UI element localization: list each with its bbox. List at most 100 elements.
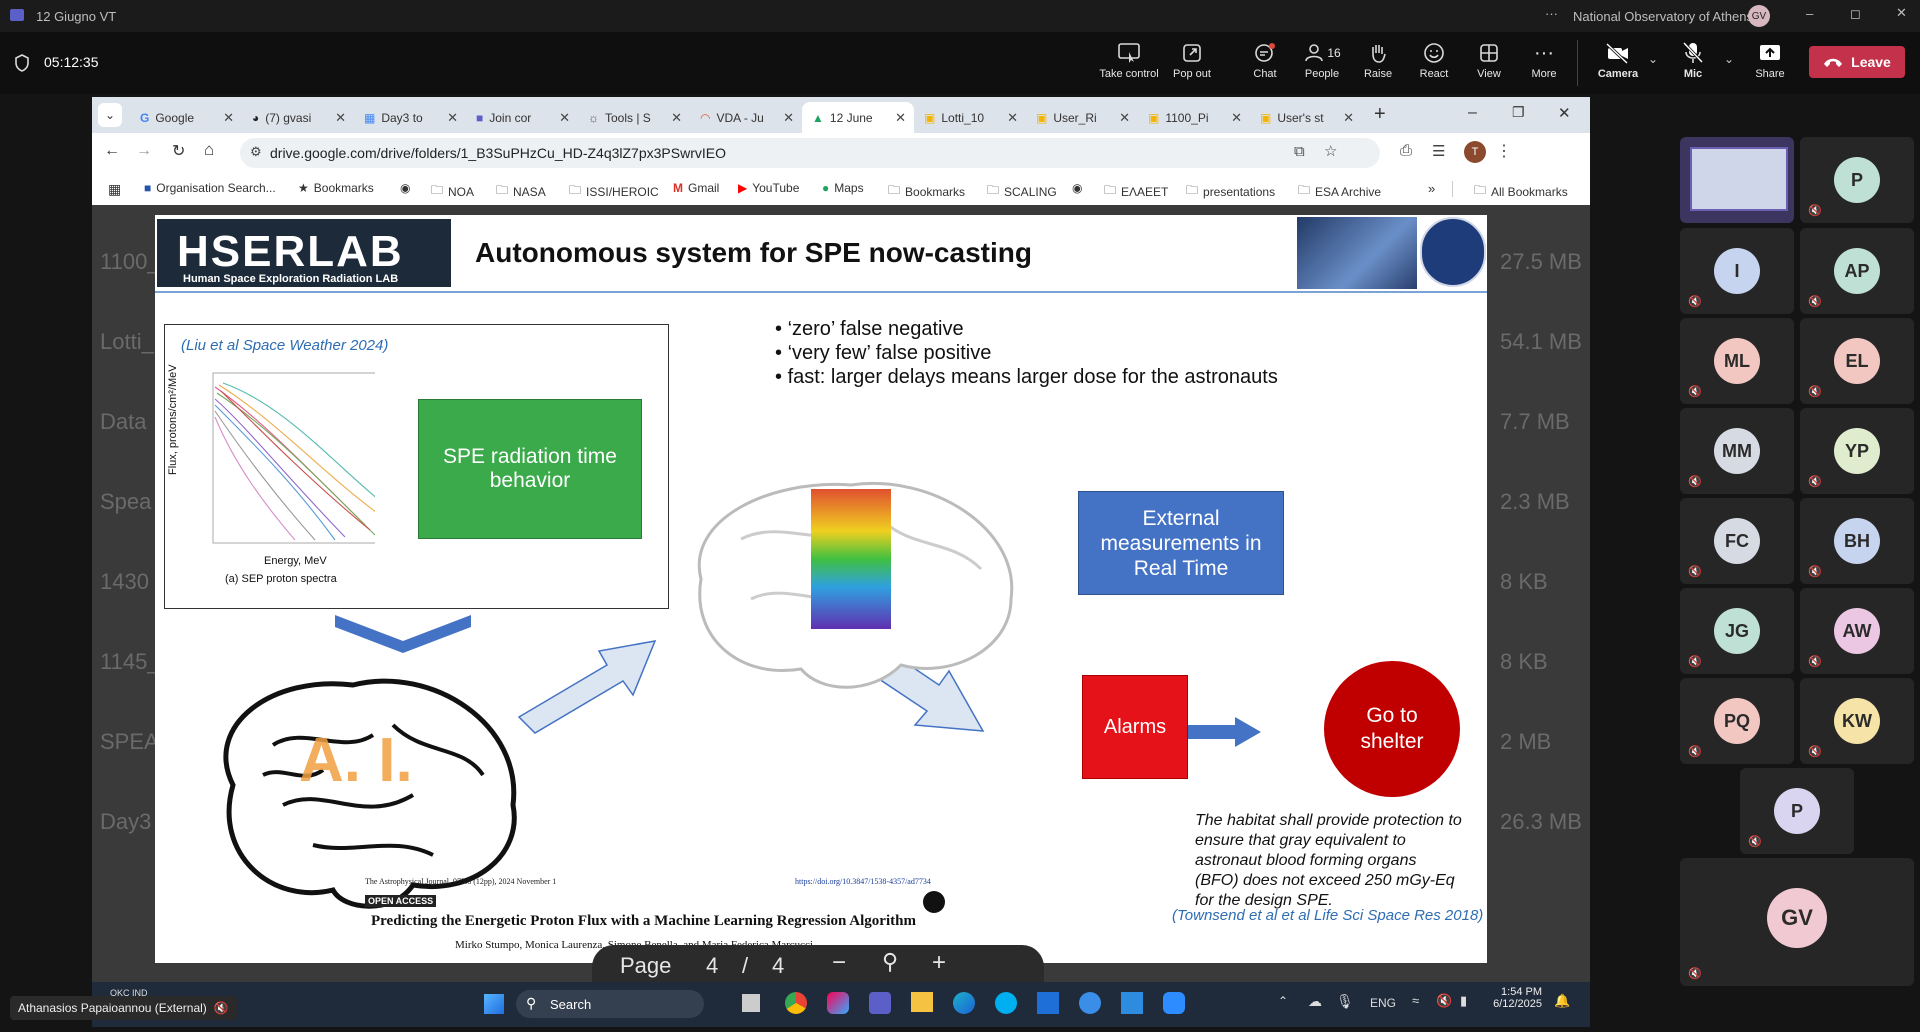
wifi-icon[interactable]: ≈ (1412, 993, 1420, 1008)
tab-8[interactable]: ▣Lotti_10✕ (924, 109, 1018, 125)
more-button[interactable]: ··· More (1512, 40, 1576, 81)
participant-tile[interactable]: P🔇 (1800, 137, 1914, 223)
browser-minimize-button[interactable]: – (1468, 104, 1477, 121)
tab-search-chevron-icon[interactable]: ⌄ (98, 103, 122, 127)
file-name[interactable]: Data (100, 409, 147, 434)
browser-close-button[interactable]: ✕ (1558, 105, 1571, 122)
minimize-button[interactable]: – (1806, 6, 1814, 21)
tab-6[interactable]: ◠VDA - Ju✕ (700, 109, 794, 125)
windows-start-icon[interactable] (484, 994, 504, 1014)
zoom-icon[interactable] (1163, 992, 1185, 1014)
reload-icon[interactable]: ↻ (172, 143, 186, 160)
tab-2[interactable]: ◕(7) gvasi✕ (252, 109, 346, 125)
participant-tile[interactable]: YP🔇 (1800, 408, 1914, 494)
raise-hand-button[interactable]: Raise (1346, 40, 1410, 80)
tab-12-june[interactable]: ▲12 June✕ (802, 102, 914, 133)
participant-tile[interactable]: FC🔇 (1680, 498, 1794, 584)
more-options-icon[interactable]: ··· (1545, 6, 1558, 21)
participant-tile[interactable]: PQ🔇 (1680, 678, 1794, 764)
language-indicator[interactable]: ENG (1370, 996, 1397, 1010)
view-button[interactable]: View (1457, 40, 1521, 80)
file-name[interactable]: Day3 (100, 809, 152, 834)
skype-icon[interactable] (995, 992, 1017, 1014)
participant-tile[interactable]: I🔇 (1680, 228, 1794, 314)
taskbar-search-input[interactable]: ⚲ Search (516, 990, 704, 1018)
volume-muted-icon[interactable]: 🔇 (1436, 993, 1453, 1008)
tab-3[interactable]: ▦Day3 to✕ (364, 109, 458, 125)
file-name[interactable]: Lotti_ (100, 329, 154, 354)
file-name[interactable]: 1430 (100, 569, 149, 594)
bookmark-youtube[interactable]: ▶YouTube (738, 181, 800, 195)
close-tab-icon[interactable]: ✕ (223, 109, 234, 125)
chrome-icon[interactable] (785, 992, 807, 1014)
bookmark-folder-bookmarks[interactable]: 🗀Bookmarks (888, 181, 965, 202)
bookmark-1[interactable]: ■Organisation Search... (144, 181, 276, 195)
more-bookmarks-chevron-icon[interactable]: » (1428, 181, 1436, 196)
url-input[interactable]: ⚙ drive.google.com/drive/folders/1_B3SuP… (240, 138, 1380, 168)
bookmark-star-icon[interactable]: ☆ (1324, 143, 1338, 160)
participant-tile[interactable]: KW🔇 (1800, 678, 1914, 764)
globe-icon[interactable]: ◉ (400, 181, 411, 195)
bookmark-maps[interactable]: ●Maps (822, 181, 864, 195)
account-avatar[interactable]: GV (1748, 5, 1770, 27)
participant-tile-self[interactable]: GV🔇 (1680, 858, 1914, 986)
page-current-input[interactable]: 4 (706, 953, 719, 978)
react-button[interactable]: React (1402, 40, 1466, 80)
copilot-icon[interactable] (827, 992, 849, 1014)
chat-button[interactable]: Chat (1233, 40, 1297, 80)
take-control-button[interactable]: Take control (1097, 40, 1161, 80)
new-tab-plus-icon[interactable]: + (1374, 103, 1386, 125)
home-icon[interactable]: ⌂ (204, 140, 215, 159)
participant-tile[interactable]: ML🔇 (1680, 318, 1794, 404)
participant-tile-shared-video[interactable] (1680, 137, 1794, 223)
extensions-icon[interactable]: ⎙ (1400, 142, 1413, 159)
file-name[interactable]: 1100_ (100, 249, 160, 274)
camera-button[interactable]: Camera (1586, 40, 1650, 80)
browser-restore-button[interactable]: ❐ (1512, 104, 1525, 120)
participant-tile[interactable]: AW🔇 (1800, 588, 1914, 674)
zoom-search-icon[interactable]: ⚲ (882, 949, 899, 974)
zoom-out-icon[interactable]: − (832, 949, 847, 976)
mic-options-chevron-icon[interactable]: ⌄ (1724, 52, 1735, 66)
bookmark-folder-nasa[interactable]: 🗀NASA (496, 181, 546, 202)
bookmark-2[interactable]: ★Bookmarks (298, 181, 374, 195)
site-info-icon[interactable]: ⚙ (250, 144, 262, 159)
file-explorer-icon[interactable] (911, 992, 933, 1012)
participant-tile[interactable]: AP🔇 (1800, 228, 1914, 314)
teams-icon[interactable] (869, 992, 891, 1014)
pop-out-button[interactable]: Pop out (1160, 40, 1224, 80)
bookmark-folder-esa[interactable]: 🗀ESA Archive (1298, 181, 1381, 202)
file-name[interactable]: SPEA (100, 729, 159, 754)
file-name[interactable]: Spea (100, 489, 152, 514)
apps-grid-icon[interactable]: ▦ (108, 181, 122, 197)
tray-chevron-icon[interactable]: ⌃ (1278, 994, 1289, 1008)
close-button[interactable]: ✕ (1896, 5, 1907, 20)
camera-options-chevron-icon[interactable]: ⌄ (1648, 52, 1659, 66)
edge-icon[interactable] (953, 992, 975, 1014)
tab-4[interactable]: ■Join cor✕ (476, 109, 570, 125)
bookmark-folder-presentations[interactable]: 🗀presentations (1186, 181, 1275, 202)
globe-icon[interactable]: ◉ (1072, 181, 1083, 195)
participant-tile[interactable]: EL🔇 (1800, 318, 1914, 404)
install-app-icon[interactable]: ⧉ (1294, 143, 1305, 160)
microphone-tray-icon[interactable]: 🎙 (1336, 993, 1354, 1009)
vscode-icon[interactable] (1121, 992, 1143, 1014)
all-bookmarks-folder[interactable]: 🗀All Bookmarks (1474, 181, 1568, 202)
bookmark-folder-issi[interactable]: 🗀ISSI/HEROIC (569, 181, 659, 202)
forward-arrow-icon[interactable]: → (136, 142, 152, 159)
task-view-icon[interactable] (742, 994, 760, 1012)
bookmark-folder-scaling[interactable]: 🗀SCALING (987, 181, 1057, 202)
file-name[interactable]: 1145_ (100, 649, 160, 674)
notifications-icon[interactable]: 🔔 (1554, 993, 1571, 1008)
bookmark-folder-noa[interactable]: 🗀NOA (431, 181, 474, 202)
participant-tile[interactable]: P🔇 (1740, 768, 1854, 854)
profile-avatar[interactable]: T (1464, 141, 1486, 163)
share-button[interactable]: Share (1738, 40, 1802, 80)
media-control-icon[interactable]: ☰ (1432, 143, 1446, 160)
participant-tile[interactable]: MM🔇 (1680, 408, 1794, 494)
tab-5[interactable]: ☼Tools | S✕ (588, 109, 682, 125)
browser-menu-icon[interactable]: ⋮ (1496, 143, 1512, 160)
